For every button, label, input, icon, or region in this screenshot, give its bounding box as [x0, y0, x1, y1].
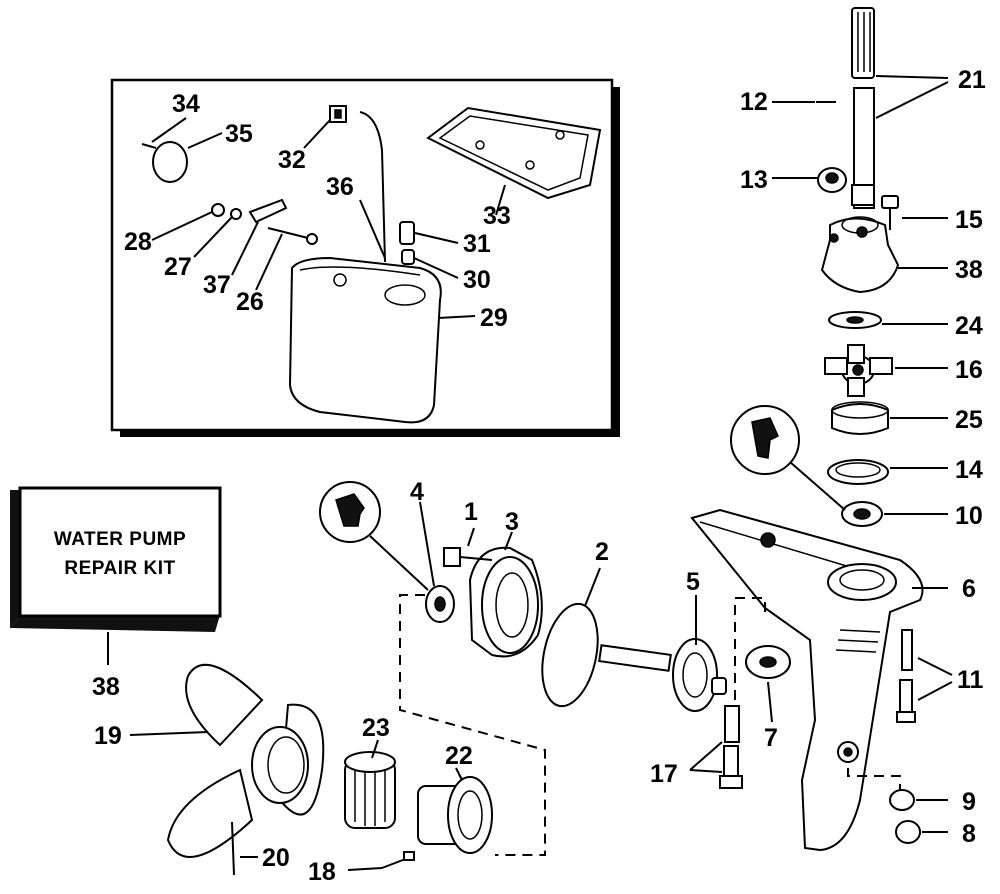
label-20: 20 [262, 844, 290, 872]
plate-part [828, 311, 882, 329]
label-5: 5 [686, 568, 700, 596]
label-22: 22 [445, 742, 473, 770]
dashed-guide-9 [847, 768, 901, 790]
bolt-part [267, 227, 318, 245]
nut-part [211, 203, 225, 217]
pump-housing-part [820, 216, 900, 294]
cotter-pin-18-part [347, 851, 415, 871]
label-12: 12 [740, 88, 768, 116]
right-leader-lines [772, 75, 949, 515]
drain-screw-part [895, 820, 948, 844]
label-32: 32 [278, 146, 306, 174]
label-19: 19 [94, 722, 122, 750]
label-25: 25 [955, 406, 983, 434]
label-8: 8 [962, 820, 976, 848]
label-24: 24 [955, 312, 983, 340]
washer-9-part [889, 789, 948, 811]
bushing-13-part [817, 167, 847, 193]
impeller-part [824, 344, 893, 397]
label-2: 2 [595, 538, 609, 566]
label-18: 18 [308, 858, 336, 886]
propeller-part [129, 663, 325, 858]
label-15: 15 [955, 206, 983, 234]
label-14: 14 [955, 456, 983, 484]
water-tube-part [359, 111, 386, 263]
label-27: 27 [164, 253, 192, 281]
spacer-detail-callout [319, 481, 429, 591]
leader-3 [504, 531, 513, 551]
label-9: 9 [962, 788, 976, 816]
label-37: 37 [203, 271, 231, 299]
drive-shaft-part [851, 7, 875, 209]
gear-case-part [690, 508, 924, 852]
label-4: 4 [410, 478, 424, 506]
bearing-part [841, 501, 883, 527]
label-13: 13 [740, 166, 768, 194]
kit-label-line1: WATER PUMP [54, 529, 186, 550]
kit-label-line2: REPAIR KIT [64, 558, 175, 579]
spacer-4-part [419, 501, 455, 623]
label-16: 16 [955, 356, 983, 384]
label-30: 30 [463, 266, 491, 294]
washer-part [230, 208, 242, 220]
label-33: 33 [483, 202, 511, 230]
propeller-shaft-gear-part [598, 595, 727, 712]
grommet-part [329, 105, 347, 123]
label-28: 28 [124, 228, 152, 256]
screw-15-part [881, 195, 899, 230]
bearing-housing-part [468, 546, 543, 658]
seal-detail-callout [730, 405, 846, 511]
inset-leader-lines [151, 117, 506, 319]
label-11: 11 [957, 666, 984, 694]
part-number-labels: 34 35 32 36 33 31 30 29 28 27 37 26 21 1… [92, 66, 986, 886]
drive-hub-22-part [417, 767, 493, 854]
screw-part [141, 143, 157, 149]
o-ring-part [541, 567, 601, 708]
label-35: 35 [225, 120, 253, 148]
bracket-part [248, 198, 288, 224]
label-26: 26 [236, 288, 264, 316]
label-21: 21 [958, 66, 986, 94]
seal-part [827, 459, 889, 485]
screw-1-part [443, 527, 493, 567]
label-6: 6 [962, 575, 976, 603]
label-17: 17 [650, 760, 678, 788]
gasket-part [426, 106, 602, 200]
pinion-gear-part [745, 645, 791, 723]
label-38-pump: 38 [955, 256, 983, 284]
label-34: 34 [172, 90, 200, 118]
label-7: 7 [764, 724, 778, 752]
label-3: 3 [505, 508, 519, 536]
cup-liner-part [831, 401, 889, 435]
label-38-kit: 38 [92, 673, 120, 701]
bushing-part [399, 221, 415, 245]
cover-plate-part [152, 141, 188, 183]
bolts-17-part [689, 705, 743, 789]
cotter-pin-20-part [231, 821, 258, 876]
label-1: 1 [464, 498, 478, 526]
dashed-guide-7 [734, 597, 766, 700]
dashed-group-22-23 [399, 594, 546, 856]
label-10: 10 [955, 502, 983, 530]
exhaust-housing-part [288, 256, 442, 424]
small-bushing-part [401, 249, 415, 265]
label-36: 36 [326, 173, 354, 201]
label-29: 29 [480, 304, 508, 332]
repair-kit-box: WATER PUMP REPAIR KIT [10, 486, 222, 665]
spline-bushing-23-part [344, 739, 396, 829]
studs-part [896, 629, 953, 723]
label-23: 23 [362, 714, 390, 742]
label-31: 31 [463, 230, 491, 258]
